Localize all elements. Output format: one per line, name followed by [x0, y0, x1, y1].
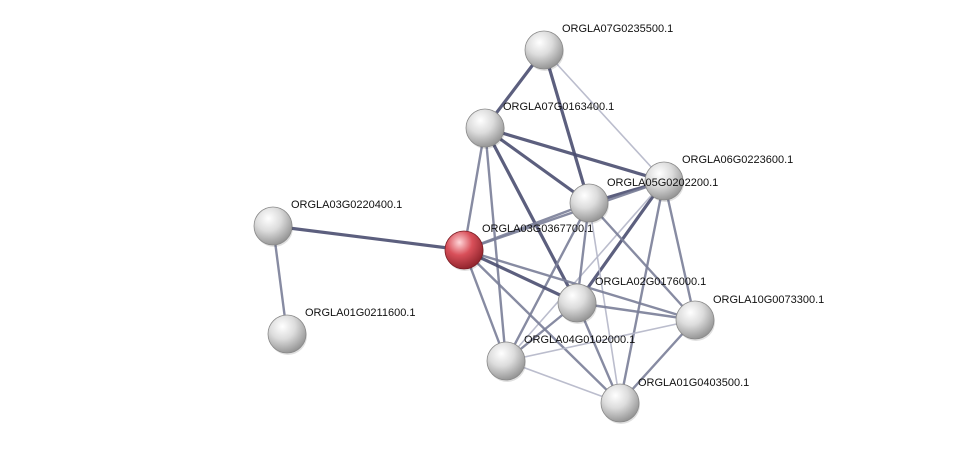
edge-n_07G0163400-n_03G0367700: [462, 126, 487, 252]
edge-n_05G0202200-n_10G0073300: [587, 201, 697, 322]
node-label: ORGLA07G0235500.1: [562, 23, 673, 35]
edge-n_06G0223600-n_10G0073300: [662, 179, 697, 322]
node-n_07G0163400[interactable]: ORGLA07G0163400.1: [465, 101, 614, 149]
edge-n_07G0235500-n_06G0223600: [543, 49, 665, 182]
edge-n_07G0163400-n_05G0202200: [483, 126, 591, 205]
node-circle[interactable]: [486, 341, 526, 381]
node-n_06G0223600[interactable]: ORGLA06G0223600.1: [644, 154, 793, 202]
node-n_03G0367700[interactable]: ORGLA03G0367700.1: [444, 223, 593, 271]
node-n_10G0073300[interactable]: ORGLA10G0073300.1: [675, 294, 824, 341]
nodes-layer: ORGLA07G0235500.1ORGLA07G0163400.1ORGLA0…: [253, 23, 824, 424]
node-n_01G0403500[interactable]: ORGLA01G0403500.1: [600, 377, 749, 424]
node-n_01G0211600[interactable]: ORGLA01G0211600.1: [267, 307, 415, 355]
node-label: ORGLA01G0403500.1: [638, 377, 749, 389]
node-label: ORGLA04G0102000.1: [524, 334, 635, 346]
node-n_07G0235500[interactable]: ORGLA07G0235500.1: [524, 23, 673, 71]
node-circle[interactable]: [557, 283, 597, 323]
node-label: ORGLA10G0073300.1: [713, 294, 824, 306]
node-n_04G0102000[interactable]: ORGLA04G0102000.1: [486, 334, 635, 382]
node-label: ORGLA01G0211600.1: [305, 307, 415, 319]
node-label: ORGLA03G0367700.1: [482, 223, 593, 235]
edge-n_05G0202200-n_01G0403500: [588, 202, 621, 404]
query-node-circle[interactable]: [444, 230, 484, 270]
node-circle[interactable]: [569, 183, 609, 223]
edge-n_06G0223600-n_04G0102000: [505, 180, 665, 362]
node-n_03G0220400[interactable]: ORGLA03G0220400.1: [253, 199, 402, 247]
edge-n_03G0220400-n_03G0367700: [271, 224, 466, 252]
edge-n_04G0102000-n_01G0403500: [505, 360, 621, 404]
edge-n_07G0163400-n_02G0176000: [483, 126, 579, 305]
edge-n_10G0073300-n_04G0102000: [505, 319, 696, 362]
node-circle[interactable]: [644, 161, 684, 201]
edge-n_06G0223600-n_01G0403500: [618, 179, 666, 405]
node-circle[interactable]: [600, 383, 640, 423]
node-n_02G0176000[interactable]: ORGLA02G0176000.1: [557, 276, 706, 324]
node-label: ORGLA07G0163400.1: [503, 101, 614, 113]
edge-n_07G0163400-n_04G0102000: [483, 126, 508, 363]
node-n_05G0202200[interactable]: ORGLA05G0202200.1: [569, 177, 718, 224]
edge-n_02G0176000-n_10G0073300: [575, 301, 697, 322]
node-circle[interactable]: [524, 30, 564, 70]
edge-n_05G0202200-n_03G0367700: [462, 201, 591, 252]
edge-n_07G0163400-n_06G0223600: [483, 126, 666, 183]
node-circle[interactable]: [465, 108, 505, 148]
edge-n_05G0202200-n_04G0102000: [504, 201, 591, 363]
node-label: ORGLA06G0223600.1: [682, 154, 793, 166]
edge-n_03G0367700-n_04G0102000: [462, 248, 508, 363]
edge-n_07G0235500-n_05G0202200: [542, 48, 591, 205]
node-circle[interactable]: [267, 314, 307, 354]
node-circle[interactable]: [675, 300, 715, 340]
edge-n_06G0223600-n_02G0176000: [575, 179, 666, 305]
node-label: ORGLA05G0202200.1: [607, 177, 718, 189]
node-label: ORGLA02G0176000.1: [595, 276, 706, 288]
edge-n_03G0367700-n_02G0176000: [462, 248, 579, 305]
edge-n_03G0367700-n_01G0403500: [462, 248, 622, 405]
node-label: ORGLA03G0220400.1: [291, 199, 402, 211]
node-circle[interactable]: [253, 206, 293, 246]
edges-layer: [271, 48, 697, 405]
